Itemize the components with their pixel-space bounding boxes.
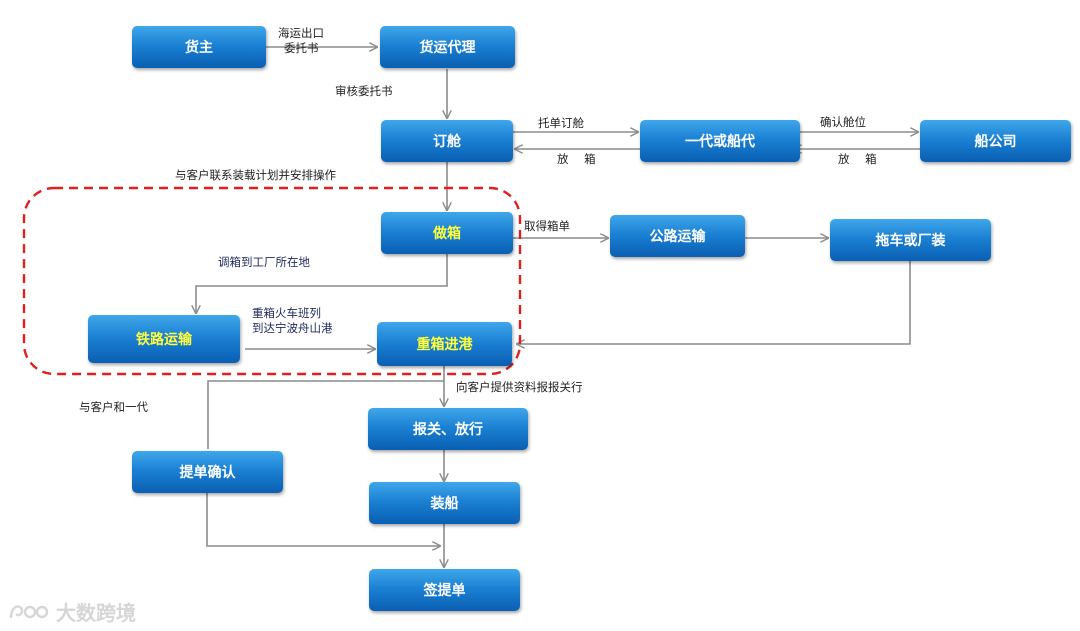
node-baoguan-fangxing[interactable]: 报关、放行 — [368, 408, 528, 450]
node-gonglu-yunshu[interactable]: 公路运输 — [610, 215, 745, 257]
label-yu-kehu-yidai: 与客户和一代 — [79, 400, 148, 414]
node-zhongxiang-jingang[interactable]: 重箱进港 — [377, 322, 512, 366]
watermark-text: 大数跨境 — [56, 601, 136, 625]
node-huoyun-daili[interactable]: 货运代理 — [380, 26, 515, 68]
label-haiyun-weituo: 海运出口 委托书 — [278, 26, 324, 56]
node-zuoxiang[interactable]: 做箱 — [381, 212, 513, 254]
label-lianxi-zhuangzai: 与客户联系装载计划并安排操作 — [175, 168, 336, 182]
line-zhongxiang-to-tidan — [207, 380, 444, 449]
node-tidan-queren[interactable]: 提单确认 — [132, 451, 283, 493]
label-tuodan-dingcang: 托单订舱 — [538, 116, 584, 130]
label-weituoshu: 委托书 — [284, 41, 319, 55]
arrow-tuoche-to-zhongxiang — [517, 261, 911, 344]
node-yidai-chuandai[interactable]: 一代或船代 — [640, 120, 800, 162]
label-zhongxiang-huoche: 重箱火车班列 — [252, 306, 321, 320]
watermark: 大数跨境 — [8, 597, 136, 626]
node-qian-tidan[interactable]: 签提单 — [369, 569, 520, 611]
label-queren-cangwei: 确认舱位 — [820, 115, 866, 129]
node-dingcang[interactable]: 订舱 — [381, 120, 513, 162]
label-haiyun-chukou: 海运出口 — [278, 26, 324, 40]
node-tuoche-changzhuang[interactable]: 拖车或厂装 — [830, 219, 991, 261]
label-fangxiang-2: 放 箱 — [838, 152, 883, 166]
logo-icon — [9, 604, 49, 618]
label-dao-dagang: 到达宁波舟山港 — [252, 321, 333, 335]
label-tigong-ziliao: 向客户提供资料报报关行 — [456, 380, 583, 394]
label-tiaoxiang: 调箱到工厂所在地 — [218, 255, 310, 269]
node-tielu-yunshu[interactable]: 铁路运输 — [88, 315, 240, 363]
node-zhuangchuan[interactable]: 装船 — [369, 482, 520, 524]
arrow-zuoxiang-to-tielu — [196, 254, 448, 313]
label-fangxiang-1: 放 箱 — [557, 152, 602, 166]
label-qude-xiangdan: 取得箱单 — [524, 219, 570, 233]
arrow-tidan-to-qiantidan — [206, 493, 440, 546]
label-shenhe-weituoshu: 审核委托书 — [335, 84, 393, 98]
node-chuan-gongsi[interactable]: 船公司 — [920, 120, 1071, 162]
label-huoche-banlie: 重箱火车班列 到达宁波舟山港 — [252, 306, 333, 336]
dashed-highlight-box — [22, 186, 522, 376]
node-huozhu[interactable]: 货主 — [132, 26, 266, 68]
